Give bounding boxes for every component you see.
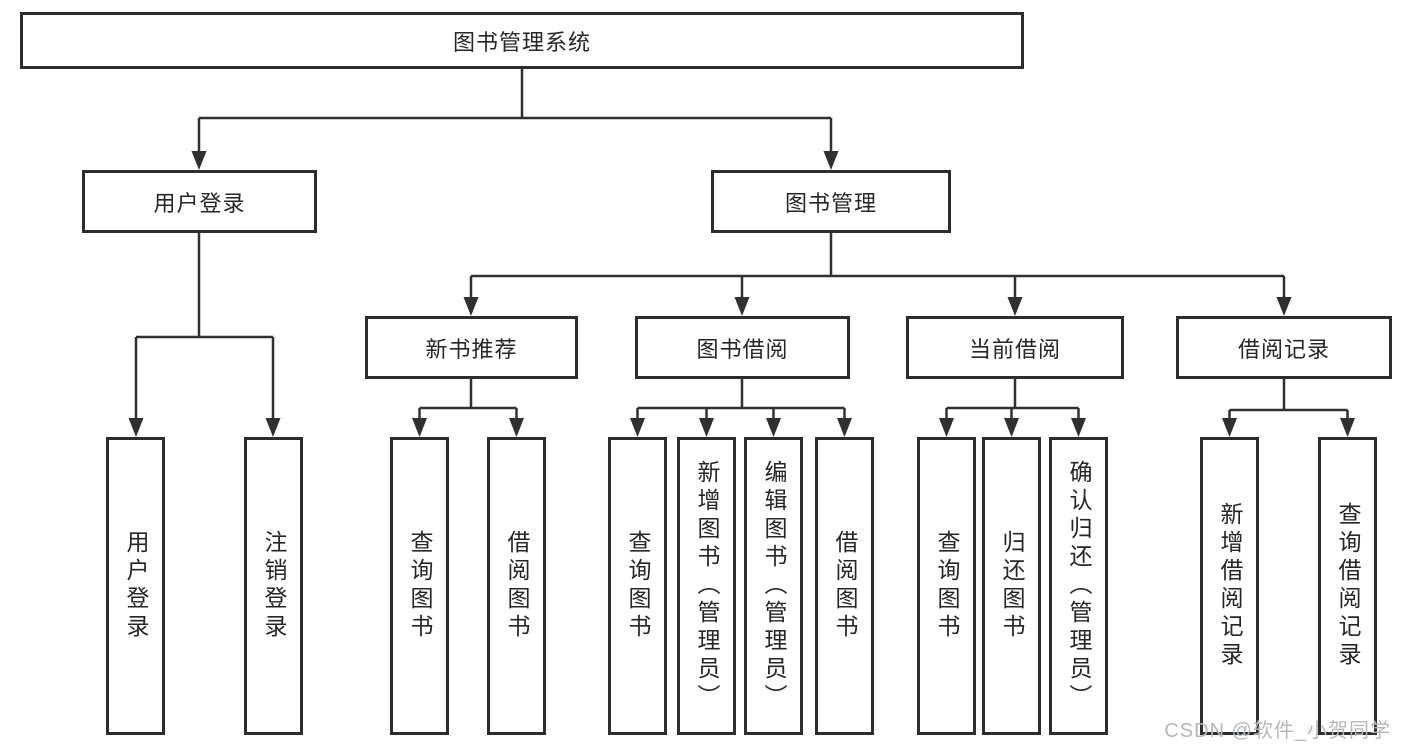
leaf-borrow-books-2-label: 借阅图书 [832,530,858,642]
node-borrowing-records: 借阅记录 [1176,316,1392,379]
node-book-management: 图书管理 [711,170,951,233]
leaf-edit-books-admin-label: 编辑图书（管理员） [761,460,787,712]
leaf-query-books-2: 查询图书 [608,437,667,735]
watermark: CSDN @软件_小贺同学 [1164,720,1391,742]
leaf-return-books: 归还图书 [982,437,1041,735]
node-root-library-system: 图书管理系统 [20,12,1024,69]
node-root-label: 图书管理系统 [452,29,591,55]
leaf-borrow-books-1: 借阅图书 [487,437,546,735]
leaf-user-login-label: 用户登录 [123,530,149,642]
leaf-add-books-admin: 新增图书（管理员） [677,437,736,735]
leaf-confirm-return-admin: 确认归还（管理员） [1049,437,1108,735]
leaf-user-login: 用户登录 [106,437,165,735]
leaf-add-borrow-record: 新增借阅记录 [1200,437,1259,735]
node-book-borrowing: 图书借阅 [635,316,850,379]
leaf-borrow-books-2: 借阅图书 [815,437,874,735]
node-user-login: 用户登录 [82,170,317,233]
leaf-add-borrow-record-label: 新增借阅记录 [1217,502,1243,670]
node-new-book-recommend: 新书推荐 [365,316,578,379]
leaf-logout: 注销登录 [244,437,303,735]
node-user-login-label: 用户登录 [153,190,246,216]
node-current-borrowing-label: 当前借阅 [968,336,1061,362]
leaf-return-books-label: 归还图书 [999,530,1025,642]
leaf-query-borrow-record: 查询借阅记录 [1318,437,1377,735]
leaf-logout-label: 注销登录 [261,530,287,642]
node-book-borrowing-label: 图书借阅 [696,336,789,362]
leaf-edit-books-admin: 编辑图书（管理员） [744,437,803,735]
leaf-query-books-3-label: 查询图书 [934,530,960,642]
leaf-query-books-1-label: 查询图书 [407,530,433,642]
leaf-query-books-2-label: 查询图书 [625,530,651,642]
leaf-add-books-admin-label: 新增图书（管理员） [694,460,720,712]
node-borrowing-records-label: 借阅记录 [1237,336,1330,362]
node-current-borrowing: 当前借阅 [906,316,1124,379]
leaf-query-books-3: 查询图书 [917,437,976,735]
node-new-book-recommend-label: 新书推荐 [425,336,518,362]
leaf-query-books-1: 查询图书 [390,437,449,735]
leaf-query-borrow-record-label: 查询借阅记录 [1335,502,1361,670]
leaf-borrow-books-1-label: 借阅图书 [504,530,530,642]
leaf-confirm-return-admin-label: 确认归还（管理员） [1066,460,1092,712]
node-book-management-label: 图书管理 [784,190,877,216]
